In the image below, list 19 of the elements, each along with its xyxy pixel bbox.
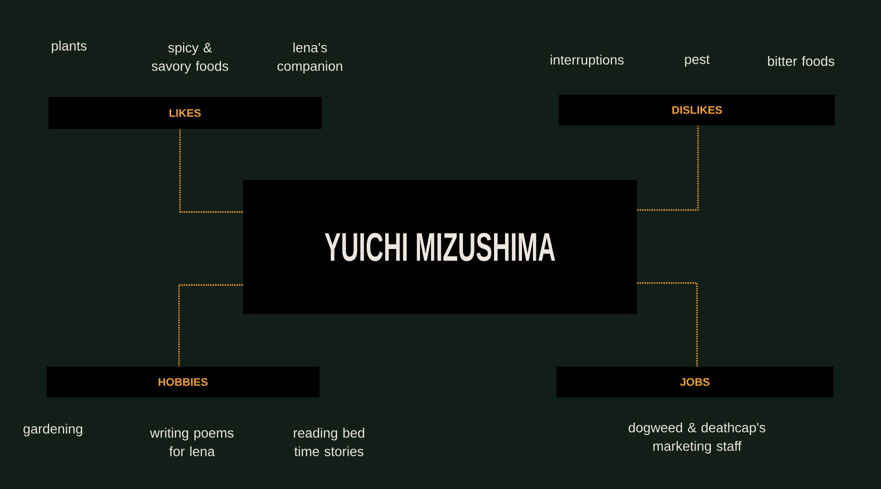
category-bar: DISLIKES xyxy=(559,94,835,126)
item-text: reading bed time stories xyxy=(294,428,364,456)
dotted-connector xyxy=(179,129,243,213)
dotted-connector xyxy=(178,284,243,366)
item-text: writing poems for lena xyxy=(150,428,234,456)
item-text: spicy & savory foods xyxy=(152,42,228,74)
item-text: bitter foods xyxy=(768,56,834,66)
category-bar: LIKES xyxy=(48,97,322,129)
item-text: lena's companion xyxy=(278,42,342,74)
name-box: YUICHI MIZUSHIMA xyxy=(243,180,637,314)
dotted-connector xyxy=(637,282,698,366)
category-bar: HOBBIES xyxy=(46,366,320,398)
item-text: dogweed & deathcap's marketing staff xyxy=(628,422,766,454)
dotted-connector xyxy=(637,126,699,211)
item-text: pest xyxy=(685,55,710,67)
category-bar: JOBS xyxy=(556,366,834,398)
item-text: gardening xyxy=(24,424,82,436)
item-text: interruptions xyxy=(550,54,624,68)
item-text: plants xyxy=(52,40,87,54)
